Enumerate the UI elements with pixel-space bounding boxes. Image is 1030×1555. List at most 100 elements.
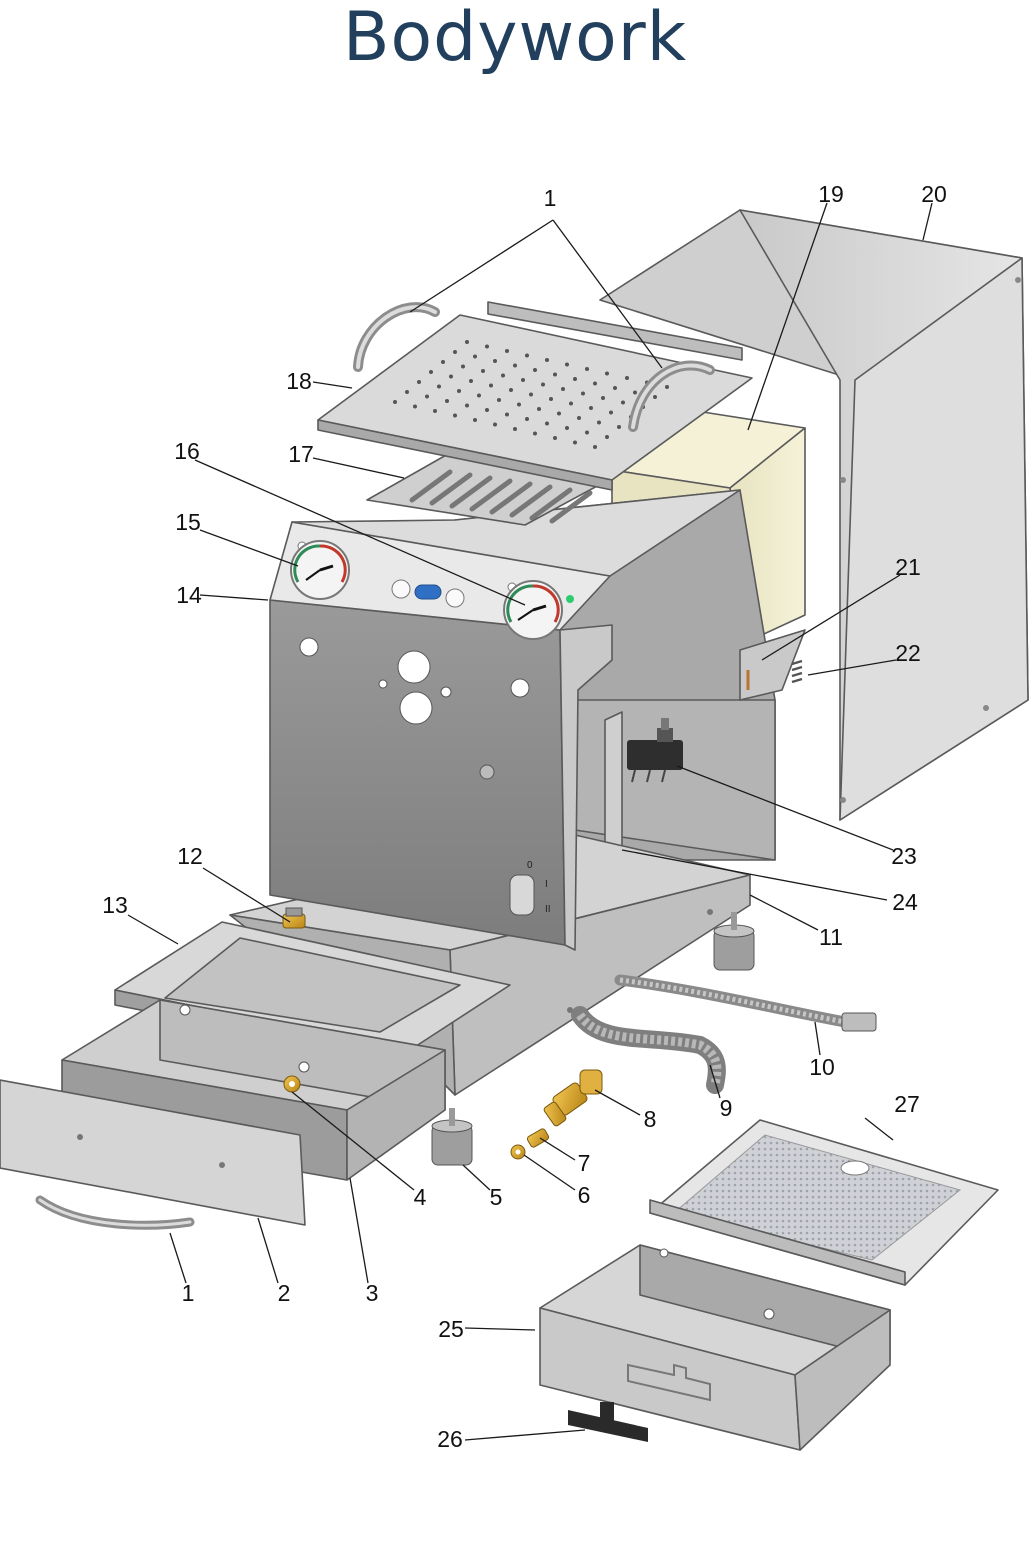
tray-perforation — [513, 427, 517, 431]
tray-perforation — [565, 426, 569, 430]
tray-perforation — [553, 436, 557, 440]
tray-perforation — [497, 398, 501, 402]
tray-perforation — [477, 393, 481, 398]
tray-perforation — [537, 407, 541, 411]
tray-perforation — [413, 404, 417, 409]
callout-25: 25 — [438, 1316, 464, 1342]
tray-perforation — [533, 431, 537, 436]
tray-perforation — [593, 381, 597, 386]
tray-perforation — [465, 340, 469, 344]
tray-perforation — [485, 408, 489, 412]
callout-19: 19 — [818, 181, 844, 207]
part-micro-switch — [627, 718, 683, 783]
tray-perforation — [481, 369, 485, 373]
callout-9: 9 — [720, 1095, 733, 1121]
tray-perforation — [433, 409, 437, 413]
callout-15: 15 — [175, 509, 201, 535]
tray-perforation — [553, 372, 557, 377]
callout-23: 23 — [891, 843, 917, 869]
part-outer-cover — [599, 209, 1029, 821]
callout-10: 10 — [809, 1054, 835, 1080]
tray-perforation — [469, 379, 473, 383]
tray-perforation — [597, 420, 601, 425]
tray-perforation — [505, 412, 509, 417]
callout-27: 27 — [894, 1091, 920, 1117]
tray-perforation — [513, 363, 517, 368]
part-bottom-drawer — [539, 1244, 891, 1451]
tray-perforation — [505, 349, 509, 353]
tray-perforation — [653, 395, 657, 399]
tray-perforation — [617, 425, 621, 429]
tray-perforation — [585, 430, 589, 435]
leader-lines — [127, 202, 933, 1441]
tray-perforation — [585, 367, 589, 371]
tray-perforation — [453, 350, 457, 354]
callout-12: 12 — [177, 843, 203, 869]
switch-mark-one: I — [545, 879, 548, 890]
part-drawer-handle — [568, 1402, 648, 1442]
part-handle-left — [353, 302, 440, 372]
tray-perforation — [393, 400, 397, 404]
part-nut — [283, 1075, 301, 1093]
callout-2: 2 — [278, 1280, 291, 1306]
tray-perforation — [425, 394, 429, 399]
tray-perforation — [493, 422, 497, 427]
tray-perforation — [525, 417, 529, 421]
tray-perforation — [485, 344, 489, 349]
callout-26: 26 — [437, 1426, 463, 1452]
tray-perforation — [529, 392, 533, 397]
callout-11: 11 — [819, 924, 843, 950]
part-small-fitting — [526, 1128, 550, 1148]
tray-perforation — [509, 388, 513, 392]
tray-perforation — [525, 353, 529, 358]
part-pressure-gauge-right — [503, 580, 563, 640]
callout-20: 20 — [921, 181, 947, 207]
tray-perforation — [577, 416, 581, 420]
tray-perforation — [445, 399, 449, 403]
callout-5: 5 — [490, 1184, 503, 1210]
part-drain-hose — [571, 1006, 726, 1094]
part-foot-front — [431, 1108, 473, 1166]
part-mesh-grid — [649, 1119, 999, 1286]
callout-22: 22 — [895, 640, 921, 666]
callout-3: 3 — [366, 1280, 379, 1306]
part-spring — [791, 659, 803, 684]
tray-perforation — [581, 391, 585, 396]
callout-24: 24 — [892, 889, 918, 915]
callout-6: 6 — [578, 1182, 591, 1208]
part-cup-warmer-tray — [317, 301, 753, 491]
tray-perforation — [405, 390, 409, 394]
switch-mark-two: II — [545, 904, 551, 915]
tray-perforation — [621, 400, 625, 405]
callout-4: 4 — [414, 1184, 427, 1210]
tray-perforation — [473, 418, 477, 422]
tray-perforation — [605, 435, 609, 439]
tray-perforation — [521, 378, 525, 382]
switch-mark-zero: 0 — [527, 860, 533, 871]
callout-17: 17 — [288, 441, 314, 467]
part-brass-elbow — [543, 1069, 603, 1127]
callout-16: 16 — [174, 438, 200, 464]
tray-perforation — [573, 440, 577, 445]
tray-perforation — [441, 360, 445, 364]
tray-perforation — [605, 371, 609, 376]
callout-14: 14 — [176, 582, 202, 608]
callout-13: 13 — [102, 892, 128, 918]
tray-perforation — [489, 383, 493, 388]
tray-perforation — [533, 368, 537, 372]
part-foot-rear — [713, 912, 755, 971]
callout-8: 8 — [644, 1106, 657, 1132]
page-title: Bodywork — [342, 0, 688, 77]
callout-21: 21 — [895, 554, 921, 580]
callout-1-top: 1 — [544, 185, 557, 211]
tray-perforation — [625, 376, 629, 380]
tray-perforation — [437, 384, 441, 389]
tray-perforation — [429, 370, 433, 374]
tray-perforation — [545, 421, 549, 426]
part-handle-right — [628, 360, 715, 432]
tray-perforation — [549, 397, 553, 401]
tray-perforation — [493, 359, 497, 363]
part-pressure-gauge-left — [290, 540, 350, 600]
tray-perforation — [569, 401, 573, 406]
callout-labels: 1 1 2 3 4 5 6 7 8 9 10 11 12 13 14 15 16… — [102, 181, 947, 1452]
